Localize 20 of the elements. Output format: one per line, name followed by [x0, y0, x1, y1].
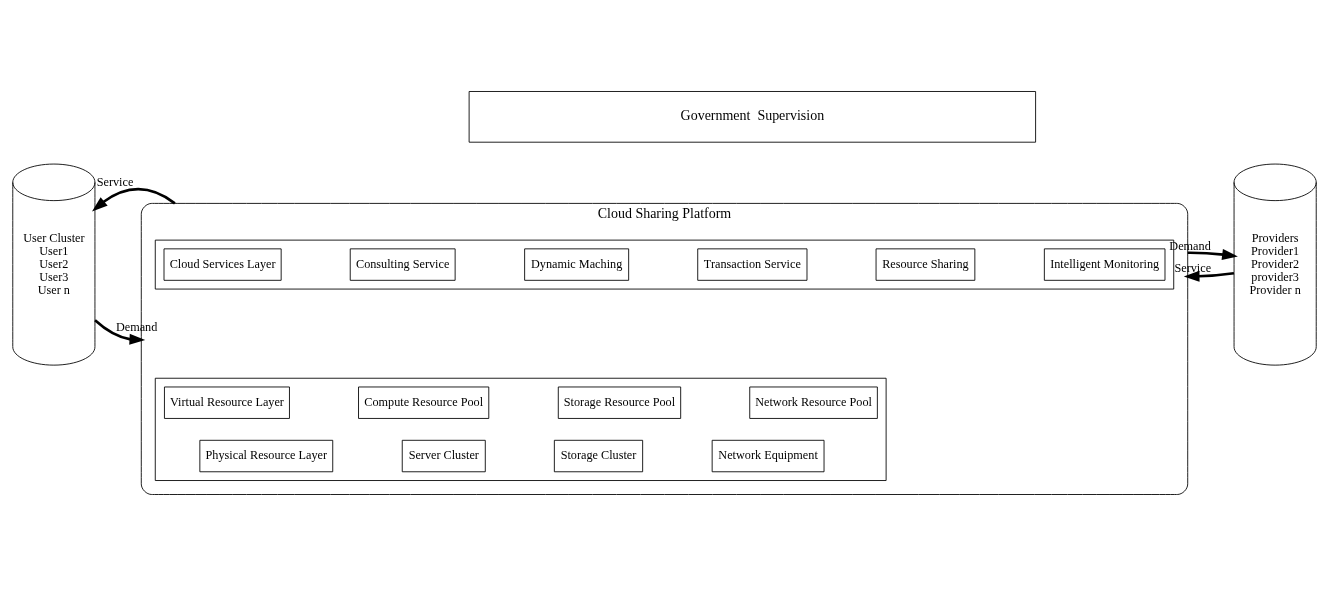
node-box: Virtual Resource Layer — [164, 386, 290, 419]
node-box: Cloud Services Layer — [163, 247, 282, 281]
node-box: Physical Resource Layer — [199, 439, 334, 472]
node-box: Storage Cluster — [553, 439, 644, 472]
node-box: Dynamic Maching — [524, 247, 630, 281]
node-box: Compute Resource Pool — [358, 386, 490, 419]
node-box: Storage Resource Pool — [557, 386, 682, 419]
node-box: Consulting Service — [349, 247, 456, 281]
node-box: Network Equipment — [711, 439, 825, 472]
node-box: Resource Sharing — [875, 247, 976, 281]
node-box: Network Resource Pool — [749, 386, 878, 419]
node-box: Transaction Service — [697, 247, 808, 281]
node-box: Intelligent Monitoring — [1043, 247, 1166, 281]
node-box: Government Supervision — [468, 90, 1037, 143]
arrow — [92, 187, 176, 211]
cluster — [154, 377, 887, 481]
edge-label: Service — [96, 174, 134, 189]
arrow — [1187, 248, 1238, 260]
arrow — [1183, 270, 1235, 282]
node-box: Server Cluster — [401, 439, 486, 472]
